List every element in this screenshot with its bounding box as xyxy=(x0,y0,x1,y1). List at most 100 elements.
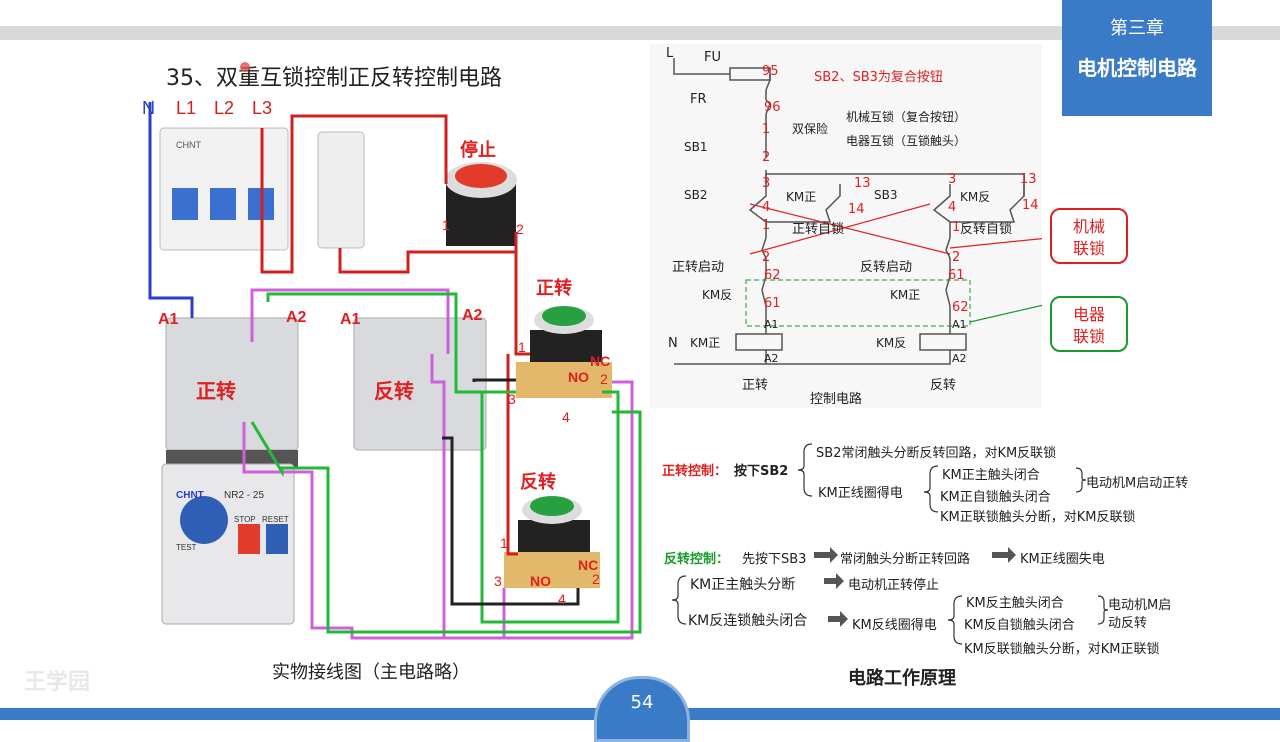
photo-labels: N L1 L2 L3 停止 1 2 正转 反转 A1 A2 A1 A2 正转 反… xyxy=(142,98,610,607)
fwd-a: SB2常闭触头分断反转回路，对KM反联锁 xyxy=(816,446,1057,461)
schem-bottom-ctrl: 控制电路 xyxy=(810,392,863,407)
schem-62b: 62 xyxy=(952,300,969,315)
wire-magenta-1 xyxy=(250,288,450,354)
schem-kmf-contact: KM反 xyxy=(702,288,733,302)
label-rev-4: 4 xyxy=(558,591,566,607)
schem-sb1: SB1 xyxy=(684,140,708,154)
label-brand-breaker: CHNT xyxy=(176,140,201,150)
schematic-wiring xyxy=(673,58,1025,365)
wire-green-1 xyxy=(266,292,516,394)
fuse-holder xyxy=(317,131,365,249)
schem-fwd-start: 正转启动 xyxy=(672,260,725,275)
schem-14a: 14 xyxy=(848,202,865,217)
wire-black-2 xyxy=(442,436,580,606)
rev-a: KM正主触头分断 xyxy=(690,577,796,593)
label-forward-button: 正转 xyxy=(536,277,572,298)
breaker-handle-1 xyxy=(172,188,198,220)
schem-61b: 61 xyxy=(948,268,965,283)
schem-mech: 机械互锁（复合按钮） xyxy=(846,110,967,124)
rev-b2: KM反自锁触头闭合 xyxy=(964,618,1075,633)
label-a1-left: A1 xyxy=(158,311,179,328)
label-rev-no: NO xyxy=(530,573,551,589)
wire-blue-n xyxy=(148,102,194,318)
rev-step1: 先按下SB3 xyxy=(742,552,807,567)
rev-b3: KM反联锁触头分断，对KM正联锁 xyxy=(964,642,1160,657)
schem-elec: 电器互锁（互锁触头） xyxy=(846,134,967,148)
label-fwd-no: NO xyxy=(568,369,589,385)
label-fwd-3: 3 xyxy=(508,391,516,407)
rev-a-res: 电动机正转停止 xyxy=(848,578,940,593)
wire-magenta-2 xyxy=(430,354,506,640)
fwd-b1: KM正主触头闭合 xyxy=(942,468,1040,483)
schem-4a: 4 xyxy=(762,200,771,215)
relay-dial xyxy=(180,496,228,544)
schem-1b: 1 xyxy=(952,220,961,235)
schem-n: N xyxy=(668,336,678,351)
page-number: 54 xyxy=(630,692,654,713)
rev-b-res: KM反线圈得电 xyxy=(852,618,937,633)
fwd-result: 电动机M启动正转 xyxy=(1086,476,1189,491)
schem-a1a: A1 xyxy=(764,318,779,331)
schem-a2b: A2 xyxy=(952,352,967,365)
schem-coil-right: KM反 xyxy=(876,336,907,350)
schematic-lines xyxy=(673,58,1049,365)
schem-13b: 13 xyxy=(1020,172,1037,187)
breaker-handle-2 xyxy=(210,188,236,220)
label-brand-relay: CHNT xyxy=(176,490,204,501)
fwd-b: KM正线圈得电 xyxy=(818,486,903,501)
schem-2b: 2 xyxy=(952,250,961,265)
schem-95: 95 xyxy=(762,64,779,79)
callout-mechanical-interlock: 机械联锁 xyxy=(1050,208,1128,264)
stop-button-cap xyxy=(455,164,507,188)
schem-bottom-fwd: 正转 xyxy=(742,378,769,393)
schem-coil-left: KM正 xyxy=(690,336,721,350)
watermark: 王学园 xyxy=(24,670,91,695)
schem-2a: 2 xyxy=(762,250,771,265)
reverse-button-contacts xyxy=(504,552,600,588)
label-rev-2: 2 xyxy=(592,571,600,587)
schem-3b: 3 xyxy=(948,172,957,187)
label-rev-nc: NC xyxy=(578,557,598,573)
fwd-title: 正转控制： xyxy=(662,464,728,479)
wires xyxy=(148,102,642,640)
schem-kmz: KM正 xyxy=(786,190,817,204)
label-l2: L2 xyxy=(214,98,234,118)
schem-rev-start: 反转启动 xyxy=(860,260,913,275)
schem-rev-self: 反转自锁 xyxy=(960,222,1013,237)
callout-electrical-interlock: 电器联锁 xyxy=(1050,296,1128,352)
rev-result-1: 电动机M启 xyxy=(1108,598,1172,613)
label-l1: L1 xyxy=(176,98,196,118)
label-l3: L3 xyxy=(252,98,272,118)
forward-button-cap xyxy=(542,306,586,326)
schem-fr: FR xyxy=(690,92,707,107)
wire-green-2 xyxy=(480,390,620,624)
schem-fwd-self: 正转自锁 xyxy=(792,222,845,237)
wire-red-l3 xyxy=(260,114,448,274)
rev-result-2: 动反转 xyxy=(1108,616,1148,631)
photo-caption: 实物接线图（主电路略） xyxy=(272,662,470,683)
schem-1a: 1 xyxy=(762,218,771,233)
label-fwd-2: 2 xyxy=(600,371,608,387)
wire-magenta-3 xyxy=(242,380,634,640)
wire-black-1 xyxy=(472,378,516,382)
schem-61a: 61 xyxy=(764,296,781,311)
fwd-b2: KM正自锁触头闭合 xyxy=(940,490,1051,505)
wire-red-fuse xyxy=(338,232,518,274)
label-a1-right: A1 xyxy=(340,311,361,328)
chapter-number: 第三章 xyxy=(1110,18,1164,39)
rev-step3: KM正线圈失电 xyxy=(1020,552,1105,567)
schem-sb2: SB2 xyxy=(684,188,708,202)
label-rev-3: 3 xyxy=(494,573,502,589)
chapter-name: 电机控制电路 xyxy=(1077,56,1197,80)
wire-red-fwd xyxy=(514,252,530,356)
label-a2-right: A2 xyxy=(462,307,483,324)
label-rev-1: 1 xyxy=(500,535,508,551)
wiring-illustration: N L1 L2 L3 停止 1 2 正转 反转 A1 A2 A1 A2 正转 反… xyxy=(142,98,642,640)
label-reverse-contactor: 反转 xyxy=(374,379,414,403)
schem-14b: 14 xyxy=(1022,198,1039,213)
schem-a2a: A2 xyxy=(764,352,779,365)
schem-bottom-rev: 反转 xyxy=(930,378,957,393)
label-relay-stop: STOP xyxy=(234,515,256,524)
label-stop: 停止 xyxy=(460,139,496,160)
fwd-press: 按下SB2 xyxy=(734,464,789,479)
